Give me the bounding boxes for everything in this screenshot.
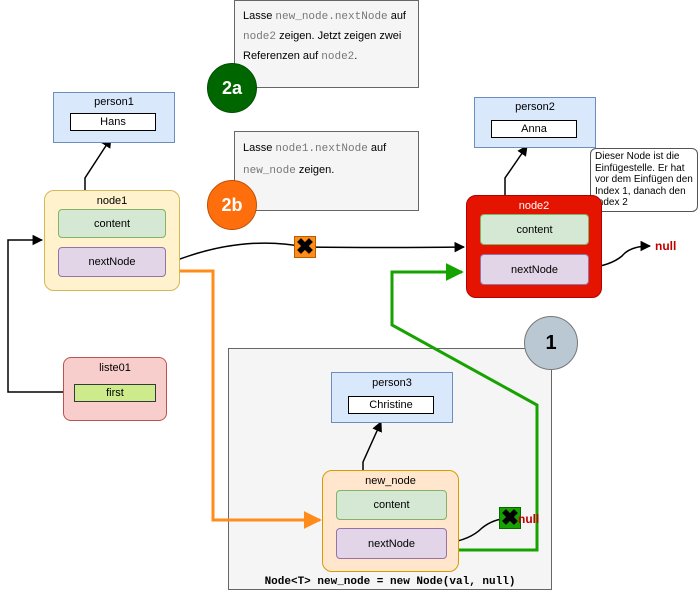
liste01-title: liste01 xyxy=(99,362,131,374)
step-badge-2a: 2a xyxy=(207,63,257,113)
node1-next-node: nextNode xyxy=(58,247,166,277)
remove-reference-icon: ✖ xyxy=(294,234,316,259)
person2-title: person2 xyxy=(515,101,555,113)
note-step-2b: Lasse node1.nextNode auf new_node zeigen… xyxy=(234,131,419,211)
person1-box: person1 Hans xyxy=(53,92,175,143)
step-badge-1: 1 xyxy=(524,316,578,370)
person2-box: person2 Anna xyxy=(474,97,596,148)
person1-value: Hans xyxy=(70,113,156,131)
node2-box: node2 content nextNode xyxy=(466,195,602,298)
person2-value: Anna xyxy=(491,120,577,138)
node2-tooltip: Dieser Node ist die Einfügestelle. Er ha… xyxy=(590,148,698,212)
node2-content: content xyxy=(480,214,589,245)
person3-box: person3 Christine xyxy=(331,372,453,423)
node1-content: content xyxy=(58,209,166,238)
new-node-next-node: nextNode xyxy=(336,528,447,559)
person1-title: person1 xyxy=(94,96,134,108)
remove-null-reference-icon: ✖ xyxy=(499,505,521,530)
person3-title: person3 xyxy=(372,377,412,389)
node2-null-label: null xyxy=(655,239,677,253)
arrow-new-node-to-node2 xyxy=(390,263,539,552)
note-step-2a: Lasse new_node.nextNode auf node2 zeigen… xyxy=(234,0,419,88)
new-node-box: new_node content nextNode xyxy=(322,470,459,572)
code-caption: Node<T> new_node = new Node(val, null) xyxy=(264,576,516,588)
step-badge-2b: 2b xyxy=(207,180,257,230)
node1-box: node1 content nextNode xyxy=(44,190,180,291)
new-node-null-label: null xyxy=(518,512,540,526)
arrow-node1-to-new-node xyxy=(170,269,322,529)
person3-value: Christine xyxy=(348,396,434,414)
arrow-first-to-node1 xyxy=(7,234,70,393)
liste01-first: first xyxy=(74,384,156,402)
arrow-node2-to-person2 xyxy=(504,145,528,195)
node2-title: node2 xyxy=(518,200,550,212)
liste01-box: liste01 first xyxy=(63,357,167,421)
node2-next-node: nextNode xyxy=(480,254,589,285)
node1-title: node1 xyxy=(96,195,128,207)
new-node-title: new_node xyxy=(365,475,416,487)
new-node-content: content xyxy=(336,490,447,520)
